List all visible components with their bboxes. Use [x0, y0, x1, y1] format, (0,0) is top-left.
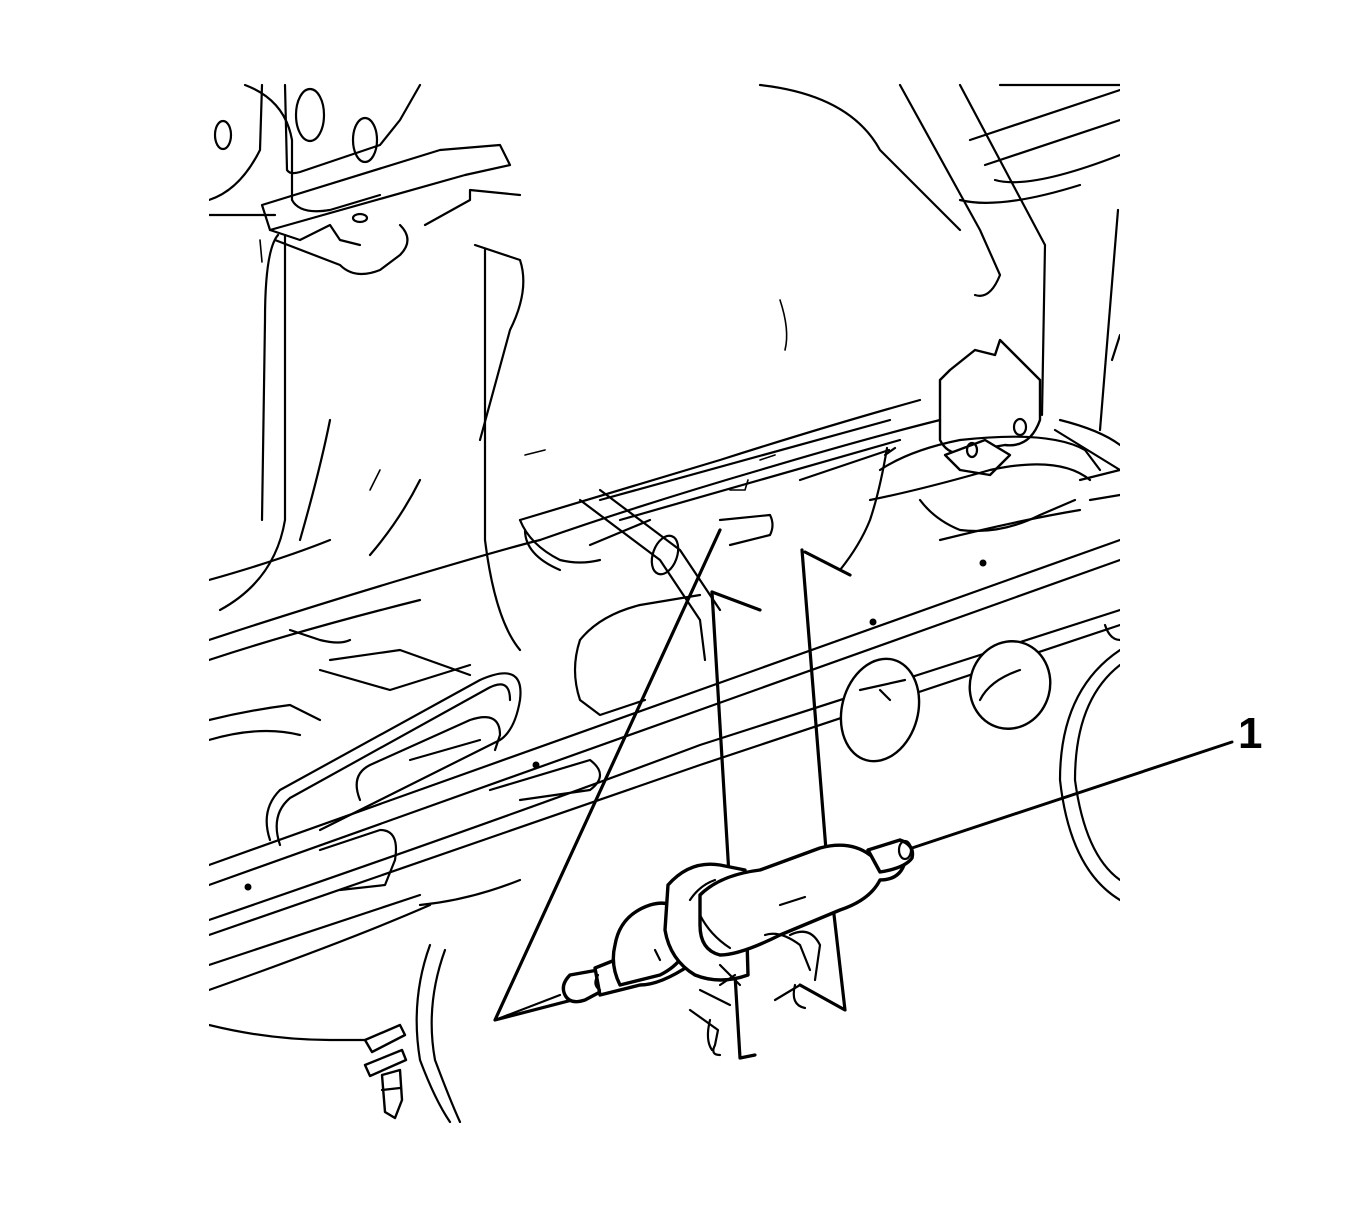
rear-wheel-arc: [1058, 623, 1120, 902]
misc-details: [259, 239, 788, 491]
lower-left-fastener: [363, 943, 462, 1123]
upper-right-rail-bracket: [758, 83, 1120, 477]
component-callout-1: [493, 838, 915, 1057]
upper-left-bracket: [209, 83, 522, 247]
callout-1-leader-line: [910, 740, 1234, 850]
crossmember: [209, 538, 1120, 1042]
diagonal-brace-rod: [578, 488, 774, 662]
mid-floor-panels: [209, 398, 1120, 742]
left-wheelhouse-panel: [209, 223, 525, 652]
callout-1-label: 1: [1238, 709, 1263, 758]
